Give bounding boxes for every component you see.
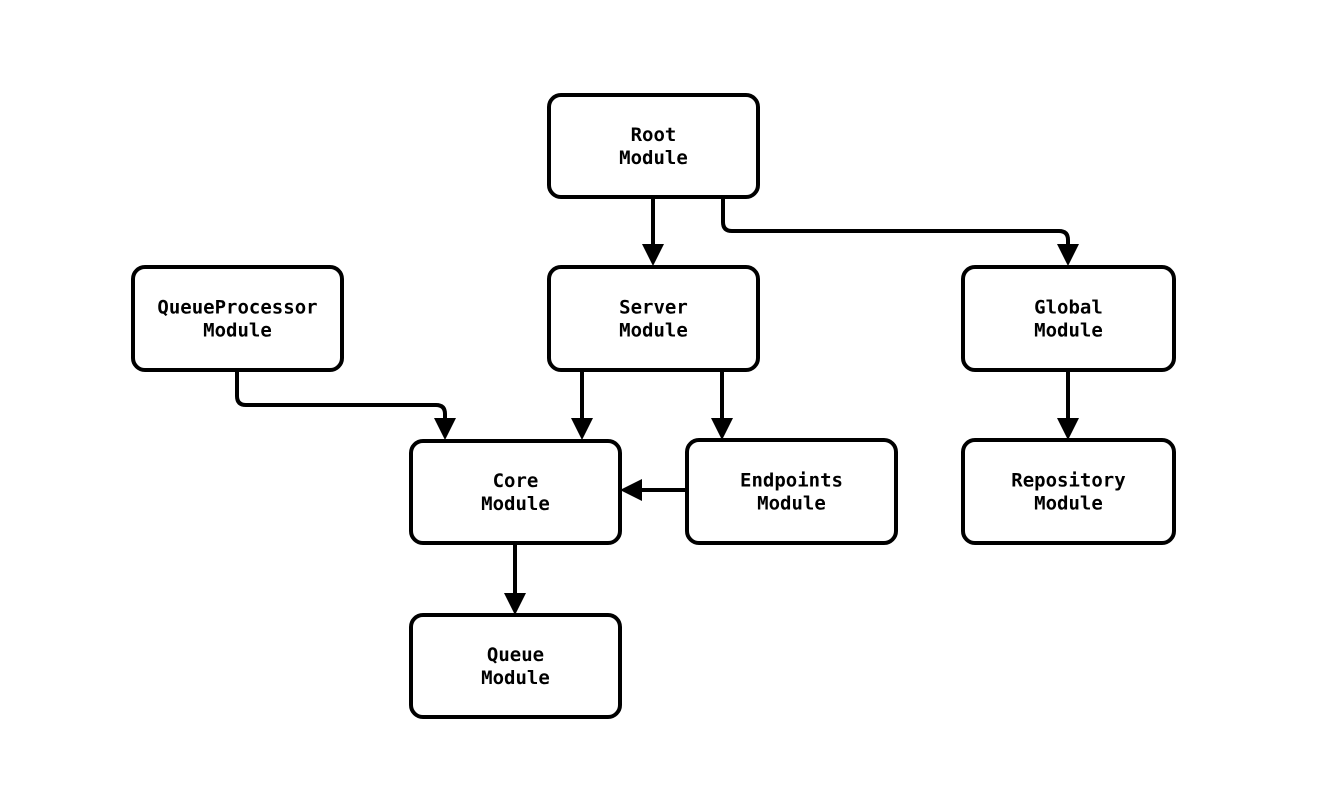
edge-queueprocessor-to-core [235, 370, 456, 440]
edge-line [721, 197, 1070, 248]
node-label-line1: Repository [1011, 469, 1125, 491]
arrowhead-icon [1057, 418, 1079, 440]
edge-root-to-global [721, 197, 1079, 266]
edge-server-to-core [571, 370, 593, 440]
node-label-line1: QueueProcessor [157, 296, 317, 318]
node-shape [131, 265, 344, 372]
node-label-line1: Root [631, 124, 677, 146]
arrowhead-icon [711, 418, 733, 440]
node-shape [409, 613, 622, 719]
node-label-line2: Module [619, 319, 688, 341]
node-label-line2: Module [203, 319, 272, 341]
node-label-line2: Module [1034, 492, 1103, 514]
arrowhead-icon [571, 418, 593, 440]
arrowhead-icon [504, 593, 526, 615]
node-shape [547, 265, 760, 372]
node-shape [961, 265, 1176, 372]
node-label-line1: Server [619, 296, 688, 318]
edge-server-to-endpoints [711, 370, 733, 440]
arrowhead-icon [642, 244, 664, 266]
node-label-line1: Core [493, 470, 539, 492]
node-shape [685, 438, 898, 545]
node-label-line2: Module [481, 667, 550, 689]
edge-line [235, 370, 447, 422]
edges-layer [235, 197, 1079, 615]
node-shape [547, 93, 760, 199]
edge-core-to-queue [504, 543, 526, 615]
node-shape [961, 438, 1176, 545]
arrowhead-icon [620, 479, 642, 501]
edge-global-to-repository [1057, 370, 1079, 440]
node-shape [409, 439, 622, 545]
arrowhead-icon [1057, 244, 1079, 266]
edge-endpoints-to-core [620, 479, 687, 501]
node-label-line1: Queue [487, 644, 544, 666]
arrowhead-icon [434, 418, 456, 440]
node-label-line2: Module [1034, 319, 1103, 341]
edge-root-to-server [642, 197, 664, 266]
node-label-line1: Endpoints [740, 469, 843, 491]
node-label-line2: Module [757, 492, 826, 514]
node-label-line1: Global [1034, 296, 1103, 318]
node-label-line2: Module [619, 147, 688, 169]
node-label-line2: Module [481, 493, 550, 515]
